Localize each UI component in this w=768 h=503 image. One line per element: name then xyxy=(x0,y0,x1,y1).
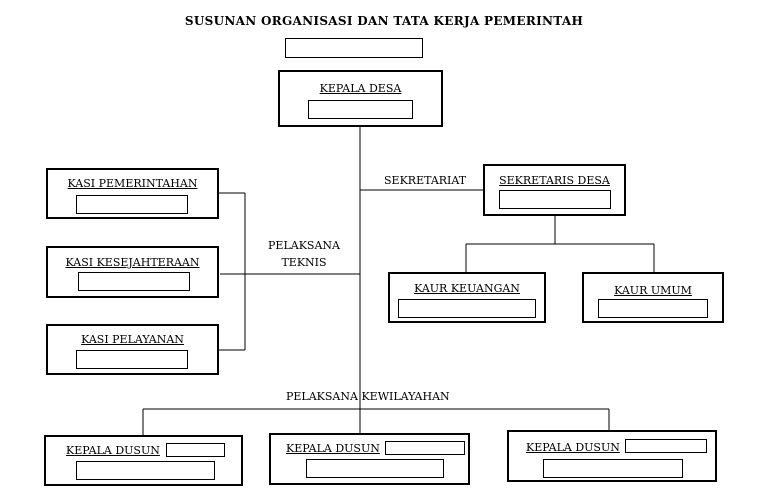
sekretariat-label: SEKRETARIAT xyxy=(384,174,467,187)
kaur-keuangan-label: KAUR KEUANGAN xyxy=(414,282,520,295)
kasi-pelayanan-box: KASI PELAYANAN xyxy=(46,324,219,375)
chart-title: SUSUNAN ORGANISASI DAN TATA KERJA PEMERI… xyxy=(184,14,584,28)
pelaksana-teknis-label-line2: TEKNIS xyxy=(281,256,327,269)
kepala-desa-label: KEPALA DESA xyxy=(319,82,402,95)
kepala-dusun-1-number-field[interactable] xyxy=(166,443,225,457)
kasi-kesejahteraan-box: KASI KESEJAHTERAAN xyxy=(46,246,219,298)
pelaksana-kewilayahan-label: PELAKSANA KEWILAYAHAN xyxy=(286,390,450,403)
kaur-keuangan-box: KAUR KEUANGAN xyxy=(388,272,546,323)
sekretaris-desa-label: SEKRETARIS DESA xyxy=(499,174,610,187)
kasi-pelayanan-label: KASI PELAYANAN xyxy=(81,333,184,346)
kepala-dusun-3-name-field[interactable] xyxy=(543,459,683,478)
kaur-umum-name-field[interactable] xyxy=(598,299,708,318)
kepala-dusun-3-number-field[interactable] xyxy=(625,439,707,453)
kaur-umum-box: KAUR UMUM xyxy=(582,272,724,323)
kepala-desa-name-field[interactable] xyxy=(308,100,413,119)
kepala-dusun-1-name-field[interactable] xyxy=(76,461,215,480)
kepala-dusun-2-label: KEPALA DUSUN xyxy=(286,442,380,455)
pelaksana-teknis-label-line1: PELAKSANA xyxy=(268,239,340,252)
sekretaris-desa-box: SEKRETARIS DESA xyxy=(483,164,626,216)
kepala-dusun-1-label: KEPALA DUSUN xyxy=(66,444,160,457)
kepala-dusun-2-box: KEPALA DUSUN xyxy=(269,433,470,485)
kepala-dusun-3-label: KEPALA DUSUN xyxy=(526,441,620,454)
kasi-pemerintahan-name-field[interactable] xyxy=(76,195,188,214)
sekretaris-desa-name-field[interactable] xyxy=(499,190,611,209)
kepala-dusun-1-box: KEPALA DUSUN xyxy=(44,435,243,486)
title-name-field[interactable] xyxy=(285,38,423,58)
kepala-dusun-2-name-field[interactable] xyxy=(306,459,444,478)
kaur-keuangan-name-field[interactable] xyxy=(398,299,536,318)
kepala-dusun-2-number-field[interactable] xyxy=(385,441,465,455)
kepala-dusun-3-box: KEPALA DUSUN xyxy=(507,430,717,482)
kepala-desa-box: KEPALA DESA xyxy=(278,70,443,127)
kaur-umum-label: KAUR UMUM xyxy=(614,284,692,297)
kasi-pemerintahan-label: KASI PEMERINTAHAN xyxy=(67,177,198,190)
kasi-pelayanan-name-field[interactable] xyxy=(76,350,188,369)
kasi-kesejahteraan-name-field[interactable] xyxy=(78,272,190,291)
kasi-kesejahteraan-label: KASI KESEJAHTERAAN xyxy=(65,256,200,269)
kasi-pemerintahan-box: KASI PEMERINTAHAN xyxy=(46,168,219,219)
